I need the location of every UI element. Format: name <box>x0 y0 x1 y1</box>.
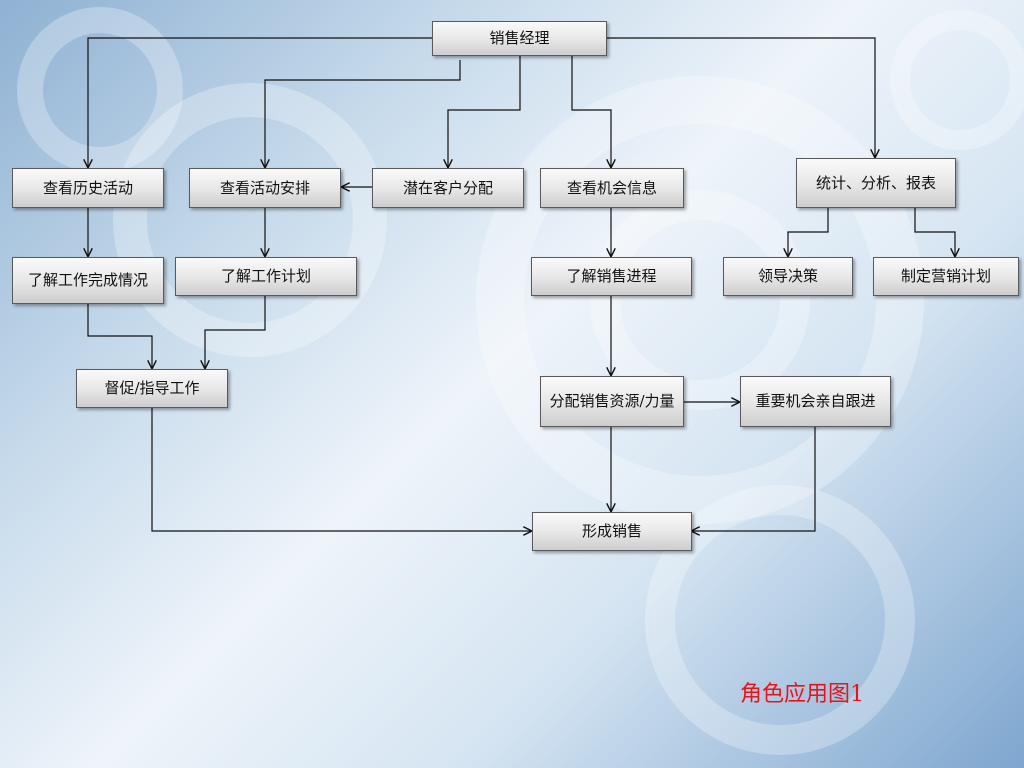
node-work-done: 了解工作完成情况 <box>12 257 164 304</box>
edge-stats-to-decision <box>788 208 829 256</box>
node-stats-report: 统计、分析、报表 <box>796 158 956 208</box>
node-close-sale: 形成销售 <box>532 512 692 551</box>
edge-followup-to-sale <box>692 427 816 531</box>
node-view-opportunity: 查看机会信息 <box>540 168 684 208</box>
edge-manager-to-history <box>88 37 432 167</box>
node-view-history: 查看历史活动 <box>12 168 164 208</box>
node-work-plan: 了解工作计划 <box>175 257 357 296</box>
node-leader-decision: 领导决策 <box>723 257 853 296</box>
node-assign-prospects: 潜在客户分配 <box>372 168 524 208</box>
edge-manager-to-schedule <box>265 60 461 167</box>
node-supervise: 督促/指导工作 <box>76 369 228 408</box>
edge-stats-to-marketing <box>914 208 955 256</box>
edge-workplan-to-supervise <box>205 296 266 368</box>
diagram-caption: 角色应用图1 <box>740 682 864 707</box>
node-sales-progress: 了解销售进程 <box>531 257 692 296</box>
node-view-schedule: 查看活动安排 <box>189 168 341 208</box>
node-sales-manager: 销售经理 <box>432 21 607 56</box>
node-allocate-resources: 分配销售资源/力量 <box>540 376 684 427</box>
edge-supervise-to-sale <box>151 408 531 531</box>
edge-manager-to-opportunity <box>571 56 611 167</box>
node-key-followup: 重要机会亲自跟进 <box>740 376 891 427</box>
edge-manager-to-prospects <box>448 56 521 167</box>
edge-manager-to-stats <box>607 37 875 157</box>
edge-workdone-to-supervise <box>87 304 152 368</box>
node-marketing-plan: 制定营销计划 <box>873 257 1019 296</box>
